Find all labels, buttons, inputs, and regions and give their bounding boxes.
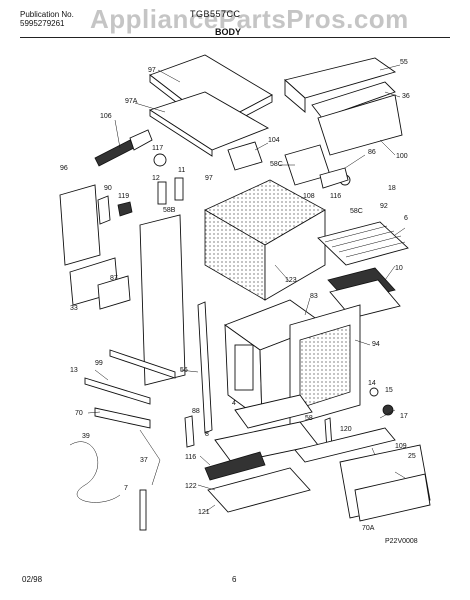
model-number: TGB557CC	[190, 9, 241, 19]
callout-label: 13	[70, 367, 78, 374]
publication-date: 02/98	[22, 575, 43, 584]
control-panel-part	[294, 427, 396, 463]
callout-label: 104	[268, 137, 280, 144]
callout-label: 70	[75, 410, 83, 417]
page-number: 6	[232, 575, 237, 584]
callout-label: 94	[372, 341, 380, 348]
callout-label: 109	[395, 443, 407, 450]
callout-label: 92	[380, 203, 388, 210]
bottom-tray-part	[234, 394, 313, 429]
burner-tube-part	[94, 129, 153, 167]
callout-label: 119	[118, 193, 129, 200]
callout-label: 8	[205, 431, 209, 438]
callout-labels: 97 55 97A 36 106 104 100 58C 86 117 96 1…	[60, 59, 418, 545]
callout-label: 100	[396, 153, 408, 160]
callout-label: 17	[400, 413, 408, 420]
bracket-part	[157, 181, 167, 205]
callout-label: 37	[140, 457, 148, 464]
callout-label: 58B	[163, 207, 176, 214]
callout-label: 106	[100, 113, 112, 120]
knob-part	[369, 387, 379, 397]
publication-label: Publication No.	[20, 10, 74, 19]
exploded-parts-diagram: 97 55 97A 36 106 104 100 58C 86 117 96 1…	[59, 54, 431, 545]
callout-label: 11	[178, 167, 185, 174]
trim-rail-part	[109, 349, 176, 379]
callout-label: 70A	[362, 525, 375, 532]
kick-plate-part	[94, 407, 151, 429]
callout-label: 97	[148, 67, 156, 74]
callout-label: 18	[388, 185, 396, 192]
callout-label: 121	[198, 509, 210, 516]
publication-number: 5995279261	[20, 19, 65, 28]
clip-part	[97, 195, 111, 225]
callout-label: 99	[95, 360, 103, 367]
oven-door-frame-part	[289, 304, 361, 426]
side-trim-part	[59, 184, 101, 266]
hinge-part	[184, 415, 195, 448]
burner-assembly-part	[284, 144, 351, 189]
bracket-part	[174, 177, 184, 201]
wire-part	[139, 429, 161, 486]
trim-rail-part	[84, 377, 151, 405]
callout-label: 10	[395, 265, 403, 272]
callout-label: 116	[185, 454, 196, 461]
inner-top-panel-part	[148, 91, 270, 157]
callout-label: 88	[192, 408, 200, 415]
callout-label: 25	[408, 453, 416, 460]
callout-label: 123	[285, 277, 297, 284]
callout-label: 7	[124, 485, 128, 492]
leader-lines	[87, 64, 406, 513]
callout-label: 120	[340, 426, 352, 433]
leveling-leg-part	[139, 489, 147, 531]
gasket-ring-part	[153, 153, 167, 167]
side-bracket-part	[97, 275, 131, 310]
callout-label: 116	[330, 193, 341, 200]
drawer-bottom-part	[207, 467, 311, 513]
drawing-code: P22V0008	[385, 538, 418, 545]
callout-label: 97	[205, 175, 213, 182]
valve-part	[117, 201, 133, 217]
oven-rack-part	[317, 221, 409, 266]
callout-label: 87	[110, 275, 118, 282]
callout-label: 15	[385, 387, 393, 394]
section-title: BODY	[215, 27, 242, 37]
callout-label: 12	[152, 175, 160, 182]
callout-label: 58C	[270, 161, 283, 168]
side-strip-part	[197, 301, 213, 434]
switch-panel-part	[204, 451, 266, 481]
callout-label: 55	[400, 59, 408, 66]
callout-label: 96	[60, 165, 68, 172]
callout-label: 97A	[125, 98, 138, 105]
callout-label: 56	[180, 367, 188, 374]
backguard-vent-part	[284, 57, 403, 156]
watermark: AppliancePartsPros.com	[90, 4, 409, 34]
callout-label: 4	[232, 400, 236, 407]
callout-label: 58C	[350, 208, 363, 215]
callout-label: 33	[70, 305, 78, 312]
callout-label: 36	[402, 93, 410, 100]
callout-label: 14	[368, 380, 376, 387]
flue-box-part	[227, 141, 263, 171]
cabinet-body-part	[139, 179, 326, 386]
callout-label: 90	[104, 185, 112, 192]
callout-label: 58	[305, 415, 313, 422]
callout-label: 83	[310, 293, 318, 300]
callout-label: 39	[82, 433, 90, 440]
wire-harness-part	[69, 441, 121, 503]
callout-label: 6	[404, 215, 408, 222]
callout-label: 86	[368, 149, 376, 156]
callout-label: 108	[303, 193, 315, 200]
callout-label: 117	[152, 145, 163, 152]
header-rule	[20, 37, 450, 38]
bottom-panel-part	[354, 473, 431, 522]
callout-label: 122	[185, 483, 197, 490]
